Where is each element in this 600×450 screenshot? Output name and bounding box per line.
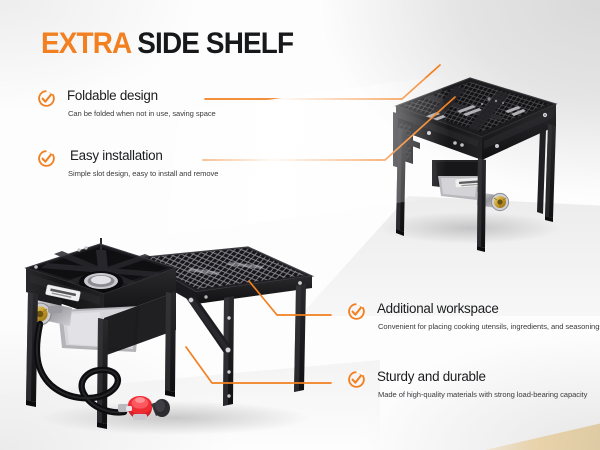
page-title: EXTRA SIDE SHELF — [41, 27, 294, 60]
feature-body: Can be folded when not in use, saving sp… — [68, 109, 216, 118]
feature-heading: Easy installation — [70, 148, 163, 163]
check-circle-icon — [348, 371, 365, 388]
background-glow-top-right — [300, 0, 600, 210]
feature-body: Simple slot design, easy to install and … — [68, 169, 219, 178]
page-title-highlight: EXTRA — [41, 27, 131, 60]
page-title-rest: SIDE SHELF — [130, 27, 294, 60]
feature-heading: Foldable design — [67, 88, 158, 103]
check-circle-icon — [348, 303, 365, 320]
check-circle-icon — [38, 150, 55, 167]
feature-body: Made of high-quality materials with stro… — [378, 390, 588, 399]
feature-heading: Additional workspace — [377, 301, 499, 316]
check-circle-icon — [38, 90, 55, 107]
feature-body: Convenient for placing cooking utensils,… — [378, 322, 600, 331]
background-glow-bottom-right — [350, 330, 600, 450]
feature-heading: Sturdy and durable — [377, 369, 486, 384]
